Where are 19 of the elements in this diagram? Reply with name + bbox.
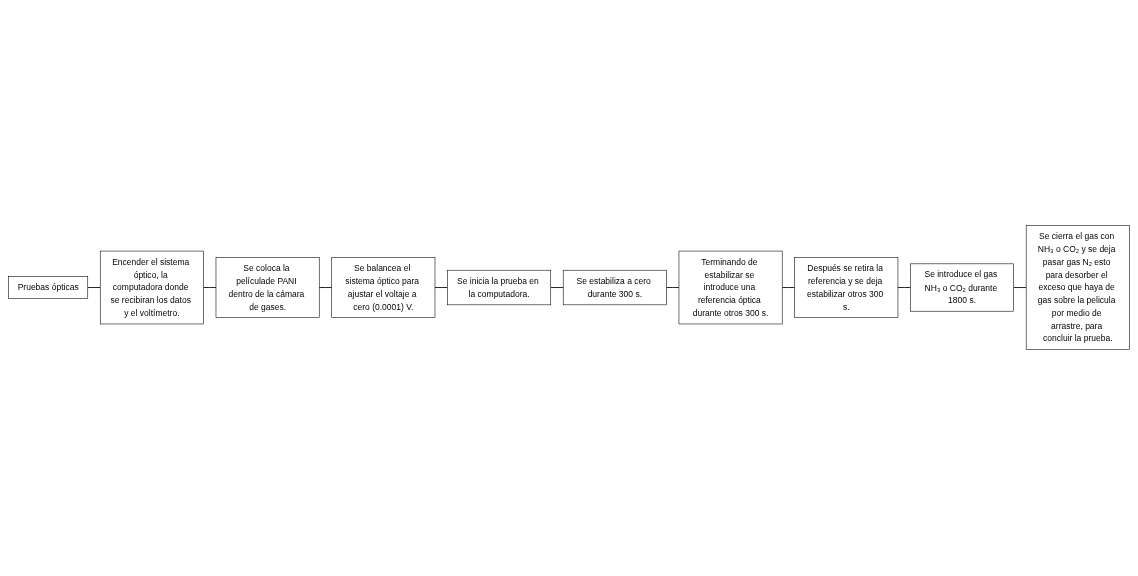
node-box: Se inicia la prueba en la computadora. xyxy=(447,270,551,306)
connector xyxy=(318,287,333,289)
connector xyxy=(550,287,564,289)
connector xyxy=(434,287,448,289)
node-box: Se cierra el gas con NH₃ o CO₂ y se deja pasar gas N₂ esto para desorber el exceso que haya de gas sobre la pelicula por medio de arrastre, para concluir la prueba. xyxy=(1025,225,1130,351)
connector xyxy=(897,287,911,289)
connector xyxy=(1013,287,1027,289)
node-box: Se balancea el sistema óptico para ajustar el voltaje a cero (0.0001) V. xyxy=(331,257,436,319)
node-box: Terminando de estabilizar se introduce una referencia óptica durante otros 300 s. xyxy=(678,251,783,325)
connector xyxy=(87,287,101,289)
node-box: Después se retira la referencia y se deja estabilizar otros 300 s. xyxy=(794,257,899,319)
connector xyxy=(666,287,680,289)
node-box: Se estabiliza a cero durante 300 s. xyxy=(562,270,667,306)
node-box: Pruebas ópticas xyxy=(8,276,89,300)
node-box: Se introduce el gas NH₃ o CO₂ durante 1800 s. xyxy=(910,264,1014,312)
connector xyxy=(203,287,217,289)
node-box: Se coloca la películade PANI dentro de la cámara de gases. xyxy=(215,257,320,319)
node-box: Encender el sistema óptico, la computadora donde se recibiran los datos y el voltímetro. xyxy=(99,251,204,325)
connector xyxy=(781,287,796,289)
